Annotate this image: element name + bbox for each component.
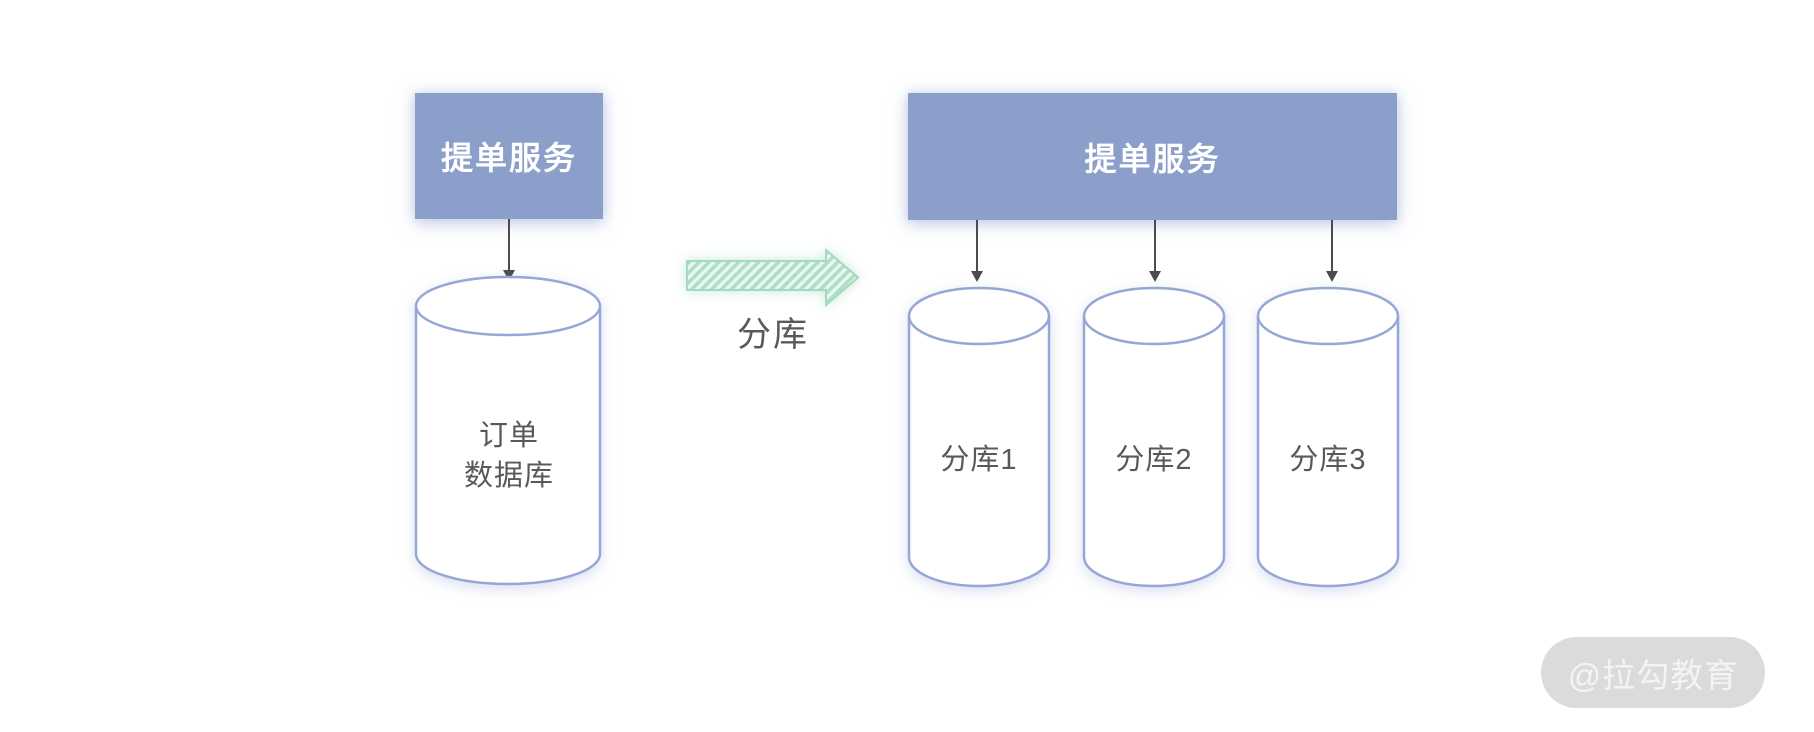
arrowhead-down-icon [971, 271, 983, 282]
service-box-before-label: 提单服务 [440, 140, 577, 176]
shard3-label: 分库3 [1289, 444, 1367, 476]
shard2-label: 分库2 [1115, 444, 1193, 476]
shard1-cylinder [906, 285, 1052, 596]
connector-shard1-line [976, 220, 978, 271]
cylinder-shape [1256, 286, 1400, 588]
shard2-cylinder [1081, 285, 1227, 596]
service-box-after: 提单服务 [908, 93, 1397, 220]
cylinder-shape [1082, 286, 1226, 588]
cylinder-shape [907, 286, 1051, 588]
cylinder-shape [414, 275, 602, 586]
transition-label: 分库 [737, 316, 809, 354]
arrowhead-down-icon [1326, 271, 1338, 282]
connector-shard3-line [1331, 220, 1333, 271]
order-database-cylinder [413, 274, 603, 593]
transition-arrow-icon [684, 245, 862, 314]
connector-shard2-line [1154, 220, 1156, 271]
shard1-label: 分库1 [940, 444, 1018, 476]
order-database-label: 订单 数据库 [463, 420, 554, 492]
connector-before-line [508, 219, 510, 270]
service-box-before: 提单服务 [415, 93, 603, 219]
watermark-text: @拉勾教育 [1567, 656, 1739, 694]
arrowhead-down-icon [1149, 271, 1161, 282]
arrowhead-down-icon [503, 270, 515, 281]
service-box-after-label: 提单服务 [1084, 140, 1221, 177]
shard3-cylinder [1255, 285, 1401, 596]
watermark-badge: @拉勾教育 [1541, 637, 1765, 708]
